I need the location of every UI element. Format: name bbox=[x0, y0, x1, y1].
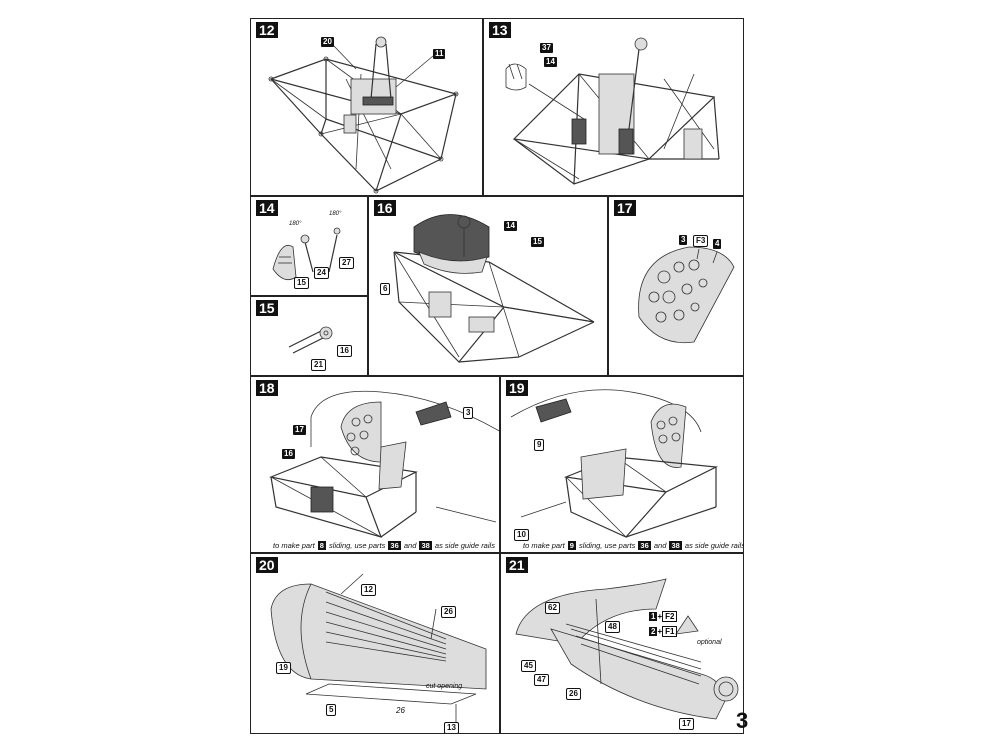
cockpit-assembly-drawing bbox=[510, 389, 719, 538]
part-combo: 1+F2 bbox=[649, 611, 678, 622]
cockpit-frame-drawing bbox=[505, 37, 720, 185]
step-number: 18 bbox=[256, 380, 278, 396]
part-label: 3 bbox=[679, 235, 688, 245]
step-16-panel: 16 14 15 6 bbox=[368, 196, 608, 376]
part-label: 15 bbox=[531, 237, 544, 247]
part-label: 20 bbox=[321, 37, 334, 47]
part-label: 14 bbox=[544, 57, 557, 67]
part-label: 26 bbox=[396, 706, 405, 715]
part-ref: 36 bbox=[638, 541, 651, 550]
part-label: 10 bbox=[514, 529, 529, 541]
step-number: 12 bbox=[256, 22, 278, 38]
step-number: 19 bbox=[506, 380, 528, 396]
part-label: F3 bbox=[693, 235, 709, 247]
rudder-pedal-drawing bbox=[272, 227, 341, 281]
instrument-panel-drawing bbox=[638, 246, 735, 344]
part-ref: 38 bbox=[419, 541, 432, 550]
part-drawing bbox=[288, 326, 333, 354]
part-label: 45 bbox=[521, 660, 536, 672]
note-label: cut opening bbox=[426, 683, 463, 690]
part-label: 14 bbox=[504, 221, 517, 231]
step-number: 14 bbox=[256, 200, 278, 216]
cockpit-frame-drawing bbox=[268, 36, 459, 194]
step-number: 20 bbox=[256, 557, 278, 573]
part-label: 12 bbox=[361, 584, 376, 596]
step-13-panel: 13 37 14 bbox=[483, 18, 744, 196]
step-number: 21 bbox=[506, 557, 528, 573]
page-number: 3 bbox=[736, 708, 749, 733]
part-label: 17 bbox=[293, 425, 306, 435]
part-label: 37 bbox=[540, 43, 553, 53]
part-label: 15 bbox=[294, 277, 309, 289]
part-label: 19 bbox=[276, 662, 291, 674]
cockpit-assembly-drawing bbox=[268, 390, 499, 538]
step-21-panel: 21 62 48 45 47 26 17 1+F2 2+F1 optional bbox=[500, 553, 744, 734]
part-label: 13 bbox=[444, 722, 459, 733]
step-18-panel: 18 3 17 16 to make part 8 sliding, use p… bbox=[250, 376, 500, 553]
part-label: 16 bbox=[282, 449, 295, 459]
instruction-sheet: 12 20 11 13 bbox=[250, 18, 744, 734]
part-label: 27 bbox=[339, 257, 354, 269]
part-label: 47 bbox=[534, 674, 549, 686]
part-label: 62 bbox=[545, 602, 560, 614]
note-label: optional bbox=[697, 639, 722, 646]
step-number: 15 bbox=[256, 300, 278, 316]
step-15-panel: 15 21 16 bbox=[250, 296, 368, 376]
part-label: 26 bbox=[441, 606, 456, 618]
part-label: 26 bbox=[566, 688, 581, 700]
rotation-label: 180° bbox=[329, 211, 342, 217]
part-label: 5 bbox=[326, 704, 337, 716]
part-ref: 36 bbox=[388, 541, 401, 550]
part-label: 4 bbox=[713, 239, 722, 249]
rotation-label: 180° bbox=[289, 221, 302, 227]
step-12-panel: 12 20 11 bbox=[250, 18, 483, 196]
step-caption: to make part 9 sliding, use parts 36 and… bbox=[523, 541, 744, 550]
part-label: 16 bbox=[337, 345, 352, 357]
pedal-detail-drawing bbox=[505, 63, 527, 91]
step-14-panel: 14 180° 180° 24 27 15 bbox=[250, 196, 368, 296]
step-17-panel: 17 3 F3 4 bbox=[608, 196, 744, 376]
part-label: 21 bbox=[311, 359, 326, 371]
part-ref: 8 bbox=[317, 541, 326, 550]
fuselage-drawing bbox=[270, 573, 487, 724]
step-19-panel: 19 9 10 to make part 9 sliding, use part… bbox=[500, 376, 744, 553]
step-number: 16 bbox=[374, 200, 396, 216]
part-label: 17 bbox=[679, 718, 694, 730]
part-ref: 9 bbox=[567, 541, 576, 550]
part-label: 9 bbox=[534, 439, 545, 451]
step-caption: to make part 8 sliding, use parts 36 and… bbox=[273, 541, 495, 550]
step-number: 17 bbox=[614, 200, 636, 216]
part-label: 3 bbox=[463, 407, 474, 419]
step-20-panel: 20 12 26 19 5 cut opening 26 13 bbox=[250, 553, 500, 734]
part-label: 48 bbox=[605, 621, 620, 633]
part-label: 11 bbox=[433, 49, 446, 59]
part-combo: 2+F1 bbox=[649, 626, 678, 637]
step-number: 13 bbox=[489, 22, 511, 38]
part-ref: 38 bbox=[669, 541, 682, 550]
fuselage-drawing bbox=[515, 578, 739, 720]
cockpit-frame-drawing bbox=[393, 214, 595, 363]
part-label: 6 bbox=[380, 283, 391, 295]
part-label: 24 bbox=[314, 267, 329, 279]
